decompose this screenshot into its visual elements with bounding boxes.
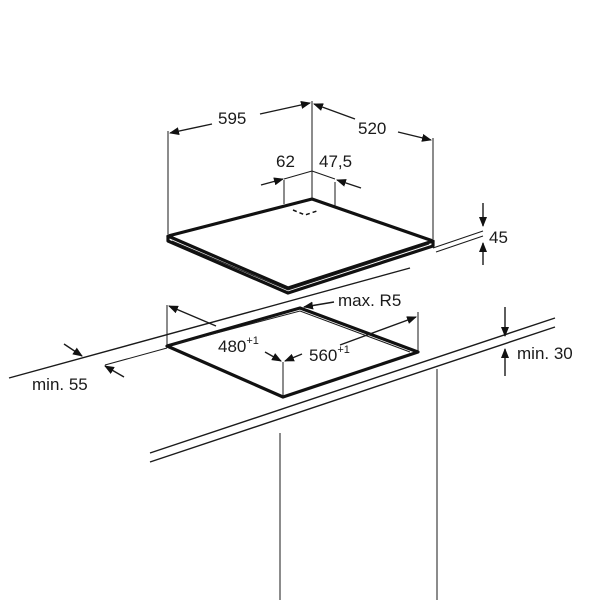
countertop <box>8 267 556 600</box>
dimension-480 <box>168 305 282 362</box>
offset-left-label: 62 <box>276 152 295 171</box>
hob-extension-lines <box>167 101 434 239</box>
front-distance-label: min. 55 <box>32 375 88 394</box>
hidden-corner <box>292 209 318 216</box>
dimension-595 <box>169 101 311 136</box>
dimension-45 <box>432 203 487 265</box>
hob-height-label: 45 <box>489 228 508 247</box>
dimension-520 <box>313 103 432 142</box>
corner-radius-label: max. R5 <box>338 291 401 310</box>
radius-arrow <box>303 301 335 310</box>
cutout <box>165 305 420 399</box>
top-clearance-label: min. 30 <box>517 344 573 363</box>
dimension-560 <box>284 316 417 362</box>
dimension-min-55 <box>63 343 125 378</box>
hob-edge <box>166 236 435 295</box>
hob <box>166 197 435 295</box>
dimension-offsets <box>260 170 362 189</box>
cutout-depth-label: 480+1 <box>218 335 259 356</box>
hob-width-label: 595 <box>218 109 246 128</box>
cutout-width-label: 560+1 <box>309 344 350 365</box>
offset-back-label: 47,5 <box>319 152 352 171</box>
hob-depth-label: 520 <box>358 119 386 138</box>
